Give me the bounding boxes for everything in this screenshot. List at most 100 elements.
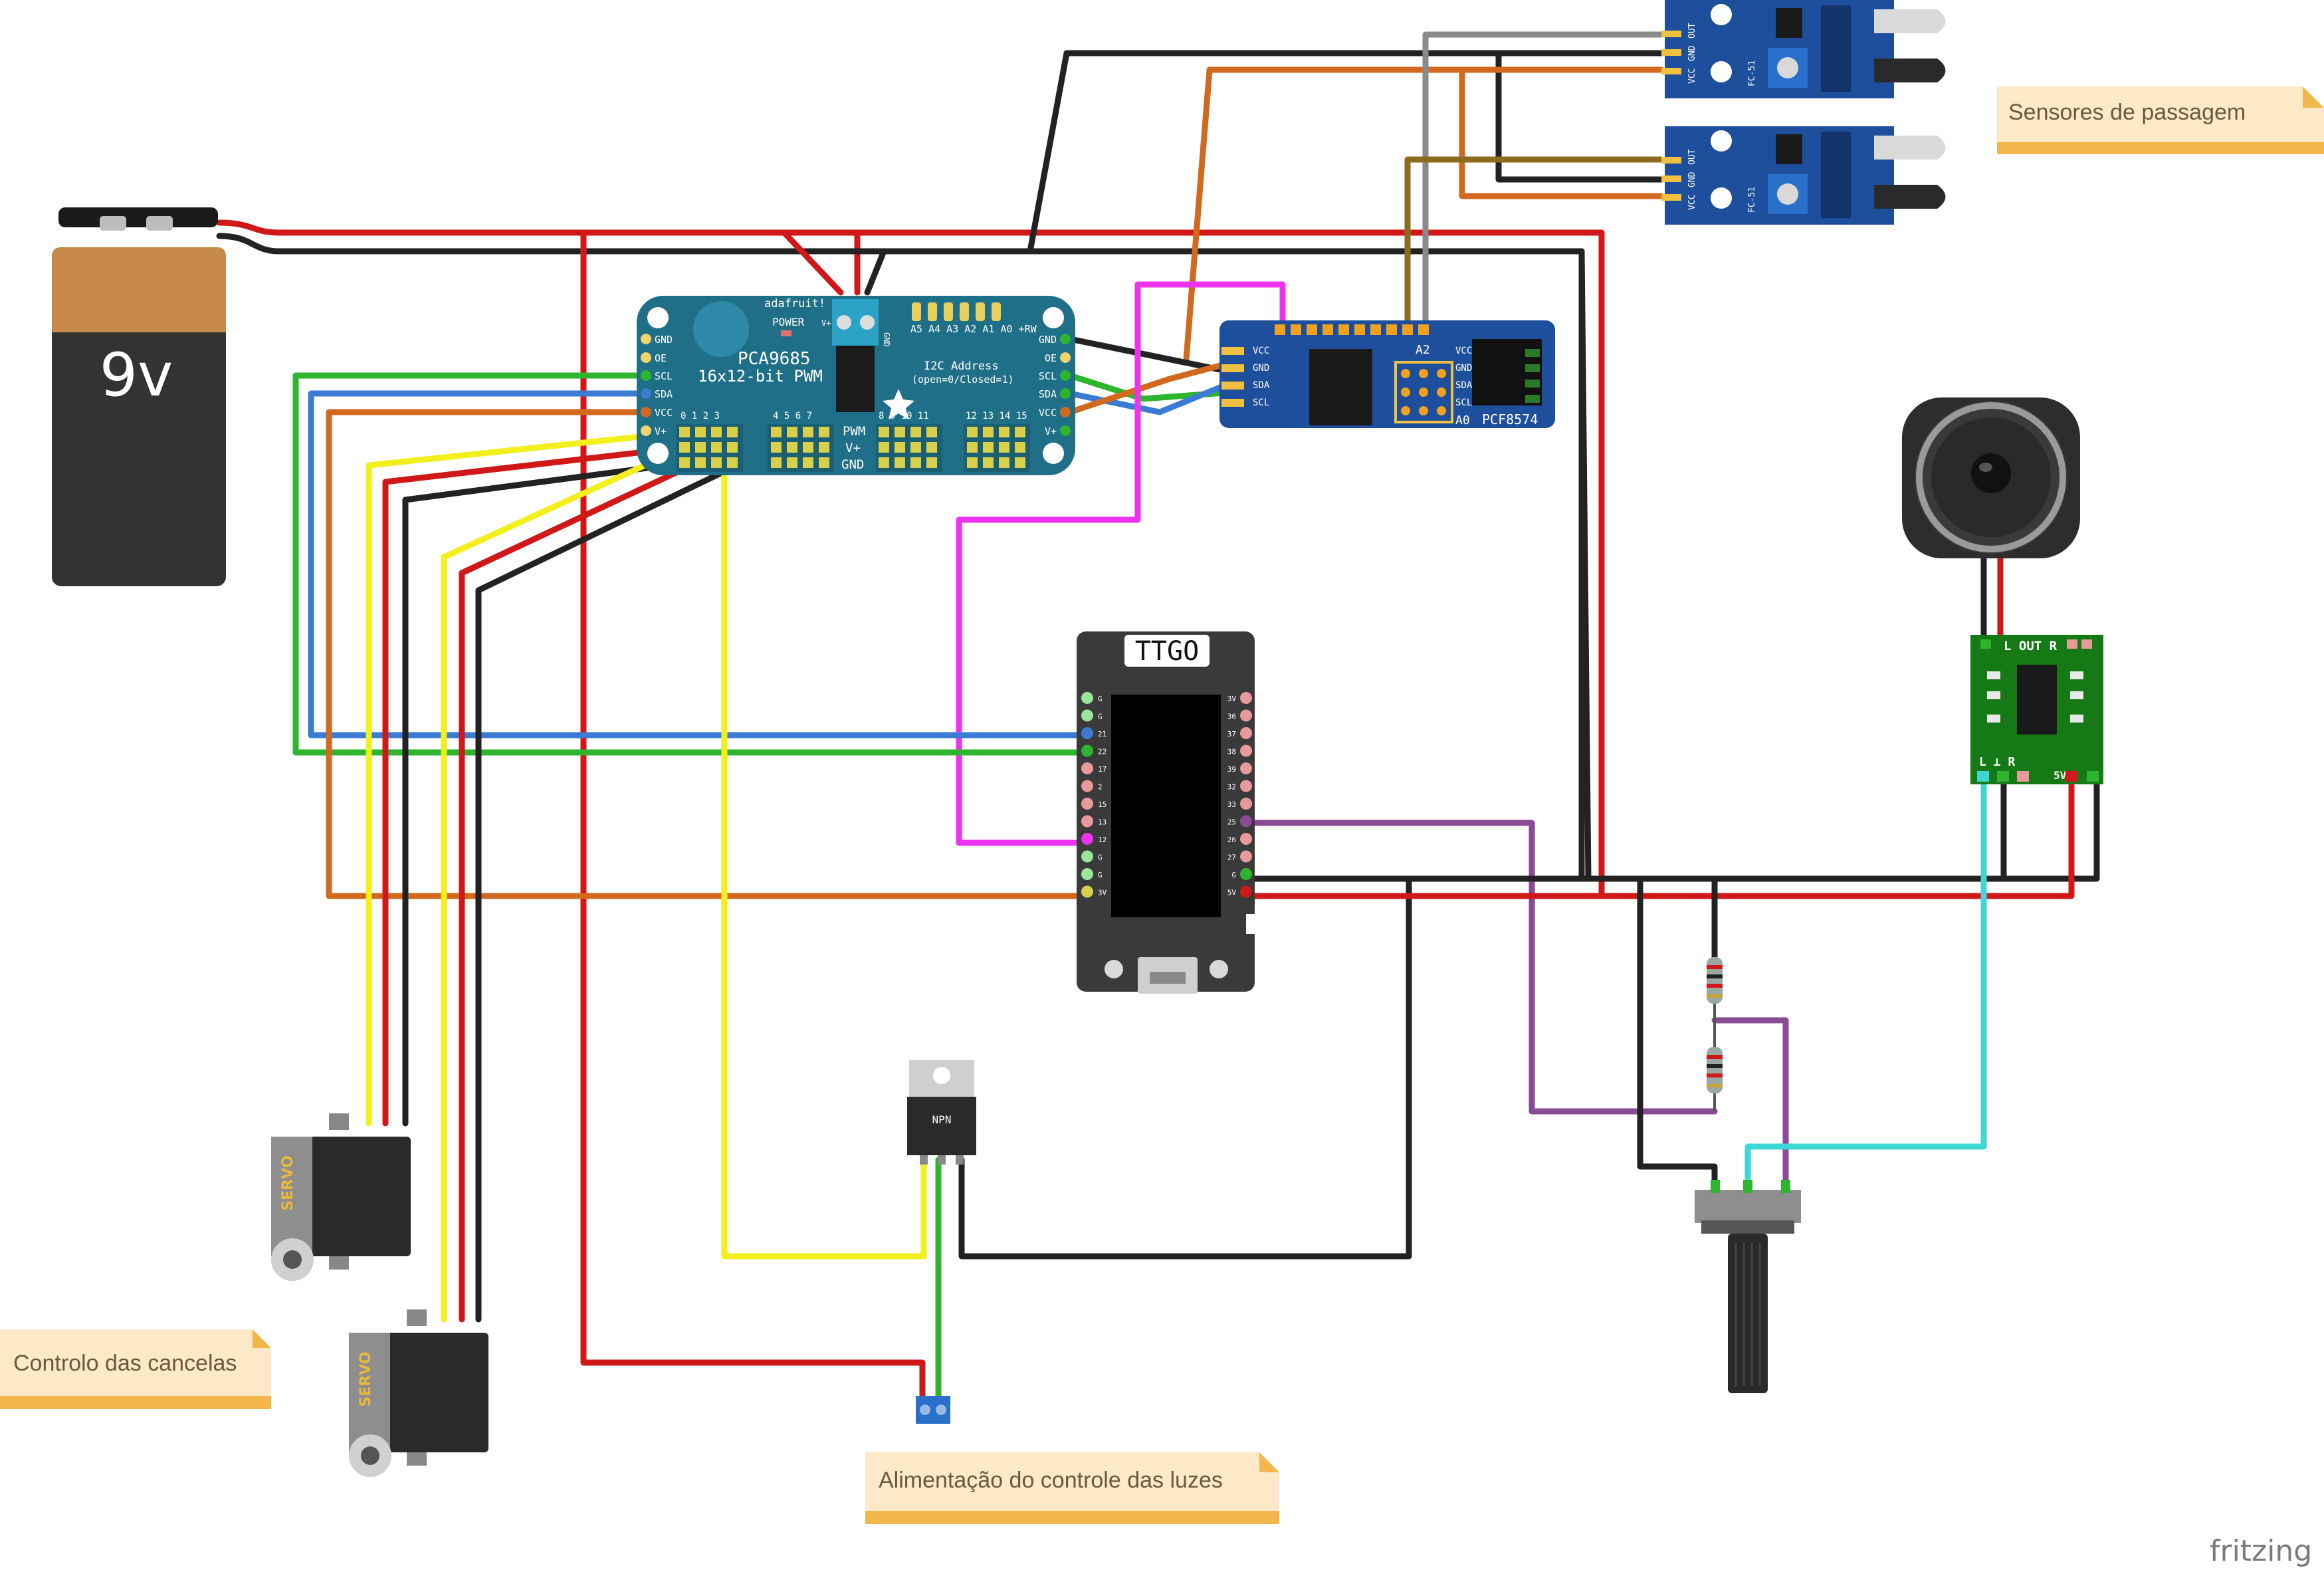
battery-copper-top: [52, 247, 226, 332]
ttgo-pin-label: 26: [1227, 836, 1236, 844]
channel-pad: [727, 427, 738, 437]
expander-header-pin: [1386, 324, 1397, 335]
ttgo-pin-label: 25: [1227, 818, 1236, 827]
svg-text:OE: OE: [1045, 352, 1057, 364]
svg-text:SCL: SCL: [1455, 397, 1472, 408]
channel-pad: [926, 442, 937, 453]
channel-pad: [895, 427, 905, 437]
pwm-power-label: POWER: [772, 316, 805, 328]
blue-i2c-wire: [308, 390, 1090, 738]
channel-pad: [771, 427, 782, 437]
ttgo-pin-label: 13: [1098, 818, 1107, 827]
servo-label: SERVO: [358, 1351, 374, 1406]
speaker-highlight: [1979, 463, 1992, 472]
ttgo-pin-label: 2: [1098, 783, 1103, 792]
ttgo-pin: [1081, 868, 1093, 880]
pcf8574-board: VCC GND SDA SCL VCC GND SDA SCL A2 A0 PC…: [1219, 320, 1555, 428]
channel-pad: [787, 457, 797, 468]
channel-pad: [967, 442, 978, 453]
mount-hole: [647, 307, 669, 328]
servo-label: SERVO: [280, 1155, 296, 1210]
channel-pad: [695, 427, 706, 437]
ttgo-pin: [1240, 850, 1252, 863]
sensor-pot-knob: [1777, 57, 1798, 78]
expander-header-pin: [1291, 324, 1301, 335]
expander-a0-label: A0: [1455, 413, 1470, 427]
resistor-1: [1707, 957, 1723, 1004]
speaker-dustcap: [1971, 453, 2011, 493]
channel-pad: [879, 427, 889, 437]
ttgo-pin: [1240, 727, 1252, 739]
svg-text:VCC: VCC: [1687, 195, 1697, 210]
svg-text:SDA: SDA: [655, 388, 673, 400]
svg-text:OE: OE: [655, 352, 667, 364]
ttgo-button-left: [1105, 960, 1123, 978]
channel-pad: [1015, 427, 1025, 437]
battery-contact-left: [100, 216, 126, 231]
pot-shaft: [1728, 1234, 1768, 1393]
ttgo-pin-label: 32: [1227, 783, 1236, 792]
channel-pad: [910, 427, 921, 437]
expander-header-pin: [1338, 324, 1349, 335]
expander-name: PCF8574: [1482, 411, 1538, 427]
yellow-servo2: [441, 429, 721, 1323]
red-to-terminal: [781, 229, 844, 296]
mount-hole: [647, 443, 669, 464]
note-gates: Controlo das cancelas: [0, 1329, 271, 1409]
ttgo-pin-label: G: [1231, 871, 1236, 879]
ttgo-pin-label: G: [1098, 853, 1103, 862]
pwm-title: PCA9685: [738, 349, 811, 369]
row-label-gnd: GND: [841, 457, 864, 472]
resistor-2: [1707, 1047, 1723, 1093]
sensor-pins: [1661, 31, 1681, 74]
channel-pad: [999, 457, 1009, 468]
lights-power-connector: [916, 1396, 950, 1424]
black-ground-sensor: [1578, 248, 1592, 882]
ttgo-pin-label: 27: [1227, 853, 1236, 862]
channel-pad: [819, 442, 829, 453]
sensor-chip: [1776, 134, 1802, 164]
ttgo-pin-label: 17: [1098, 765, 1107, 774]
amp-components: [1987, 671, 2083, 723]
star-logo: [883, 389, 914, 419]
power-led: [781, 330, 792, 336]
black-servo2: [475, 455, 754, 1323]
channel-pad: [803, 442, 813, 453]
ttgo-pin: [1240, 762, 1252, 774]
channel-pad: [895, 442, 905, 453]
ir-receiver: [1874, 185, 1946, 209]
channel-pad: [983, 457, 994, 468]
ttgo-logo: TTGO: [1135, 636, 1199, 667]
channel-pad: [679, 442, 690, 453]
sensor-chip: [1776, 8, 1802, 38]
channel-pad: [803, 427, 813, 437]
black-pot-wire: [1637, 875, 1718, 1193]
row-label-pwm: PWM: [843, 424, 865, 439]
svg-text:FC-51: FC-51: [1747, 187, 1757, 213]
address-jumpers: [912, 302, 1001, 321]
svg-text:SDA: SDA: [1039, 388, 1057, 400]
ttgo-pin: [1081, 727, 1093, 739]
servo-side: [271, 1137, 312, 1256]
channel-pad: [999, 427, 1009, 437]
pwm-brand-text: adafruit!: [764, 297, 825, 310]
ttgo-pin: [1081, 780, 1093, 792]
servo-side: [349, 1333, 390, 1452]
ttgo-pin-label: 33: [1227, 800, 1236, 809]
svg-text:VCC: VCC: [1039, 407, 1057, 419]
ttgo-pin: [1081, 833, 1093, 845]
sensor-mount-hole: [1711, 4, 1732, 25]
channel-pad: [819, 457, 829, 468]
ttgo-pin: [1081, 885, 1093, 898]
channel-pad: [727, 457, 738, 468]
pot-shoulder: [1701, 1220, 1794, 1234]
note-stripe: [0, 1396, 271, 1409]
mount-hole: [1043, 307, 1064, 328]
svg-text:GND: GND: [1687, 171, 1697, 187]
ttgo-pin-label: G: [1098, 871, 1103, 879]
channel-label-8-11: 8 9 10 11: [879, 411, 929, 421]
servo-2: SERVO: [349, 1309, 488, 1477]
ttgo-switch: [1246, 914, 1256, 934]
svg-text:VCC: VCC: [1455, 346, 1472, 356]
